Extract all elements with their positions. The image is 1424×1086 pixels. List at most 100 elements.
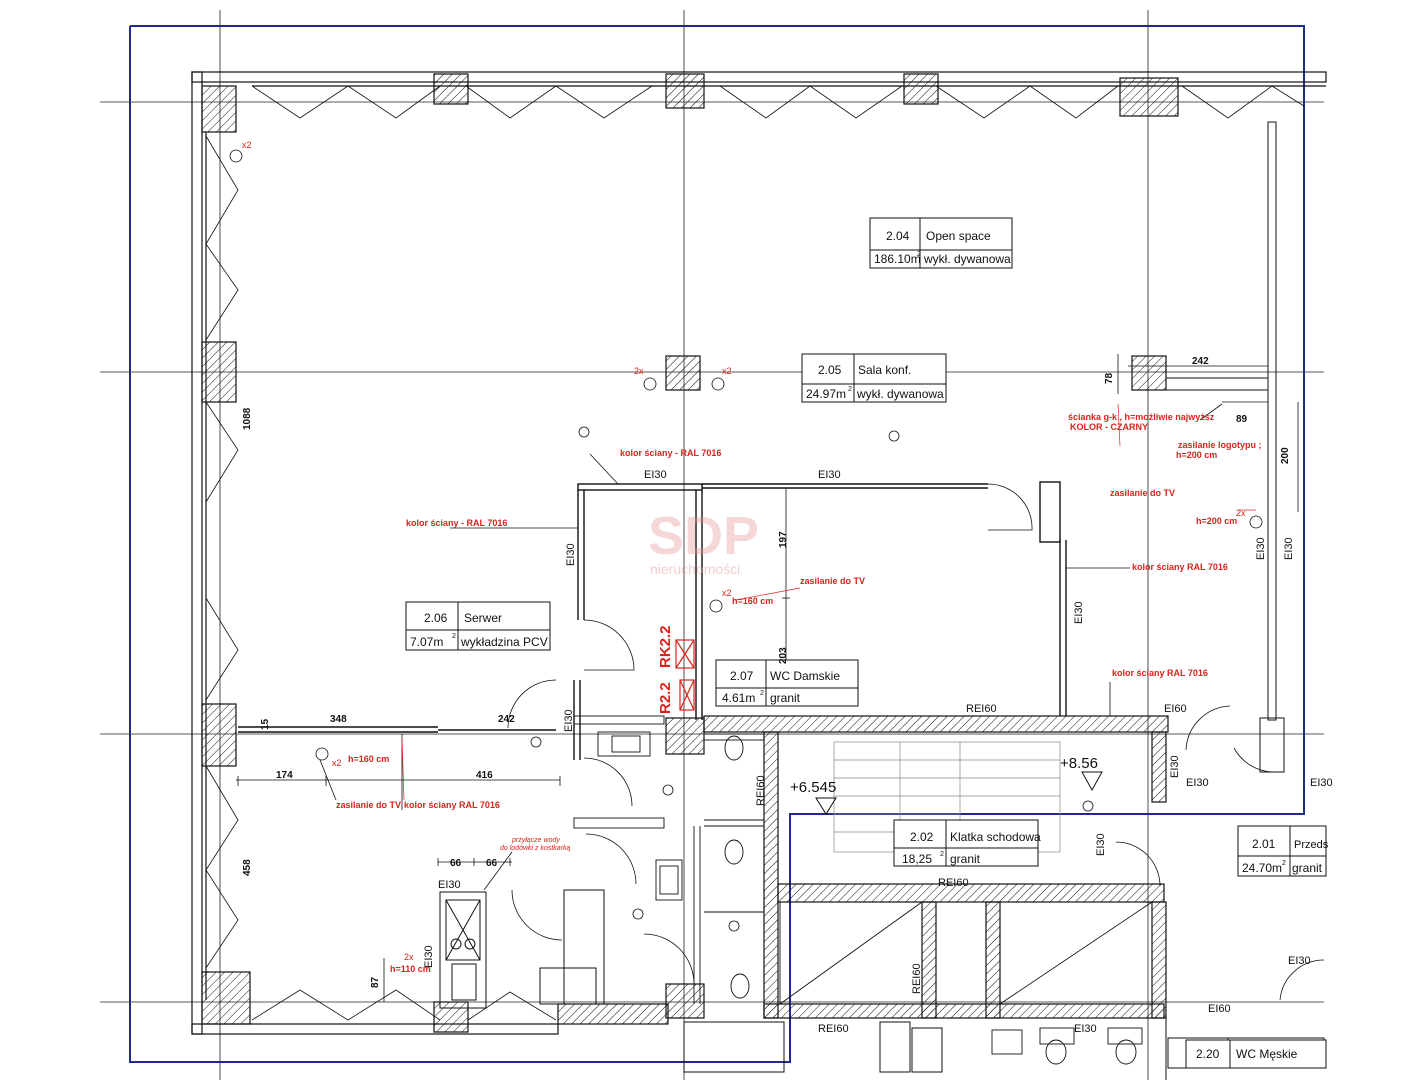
annotation-socket-count: x2 [722,366,732,376]
annotation-socket-count: x2 [722,588,732,598]
east-partition [1166,121,1285,773]
room-2-01-superscript: 2 [1282,860,1286,867]
watermark-subtitle: nieruchomości [650,561,740,577]
room-2-07-superscript: 2 [760,690,764,697]
ei30-label: EI30 [1073,601,1085,624]
level-markers [815,771,1103,815]
room-2-02-finish: granit [950,852,981,866]
annotation-tv-height: h=160 cm [348,754,389,764]
level-right: +8.56 [1060,755,1098,772]
ei30-label: EI30 [1310,777,1333,789]
dim-1088: 1088 [242,407,253,430]
annotation-wall-color: kolor ściany RAL 7016 [404,800,500,810]
dim-458: 458 [242,859,253,876]
annotation-socket-count: x2 [332,758,342,768]
room-2-05-finish: wykł. dywanowa [856,387,944,401]
annotation-tv-height: h=160 cm [732,596,773,606]
dim-242-b: 242 [1192,356,1209,367]
riser-label-a: R2.2 [657,682,674,714]
annotation-wall-color: kolor ściany - RAL 7016 [406,518,507,528]
room-2-06-area: 7.07m [410,635,443,649]
annotation-socket-height: h=110 cm [390,964,431,974]
annotation-logo-power: zasilanie logotypu ; [1178,440,1262,450]
annotation-water: przyłącze wody [511,837,560,844]
level-left: +6.545 [790,779,836,796]
north-windows [251,85,1305,119]
annotation-partition-color: KOLOR - CZARNY [1070,422,1148,432]
dim-348: 348 [330,714,347,725]
west-windows [205,135,239,969]
ei30-label: EI30 [1095,833,1107,856]
room-labels: 2.04 Open space 186.10m 2 wykł. dywanowa… [410,229,1329,1061]
door-swings [507,483,1325,1001]
ei30-label: EI30 [438,879,461,891]
light-symbols [229,149,1263,932]
room-2-04-superscript: 2 [917,251,921,258]
annotation-tv-power: zasilanie do TV [800,576,865,586]
annotation-wall-color: kolor ściany RAL 7016 [1132,562,1228,572]
columns [201,73,1179,1033]
dimension-texts: 1088 458 348 242 15 174 416 197 203 242 … [242,356,1291,988]
annotation-wall-color: kolor ściany - RAL 7016 [620,448,721,458]
annotation-wall-color: kolor ściany RAL 7016 [1112,668,1208,678]
room-2-05-name: Sala konf. [858,363,911,377]
ei30-label: EI30 [565,543,577,566]
dim-174: 174 [276,770,293,781]
room-2-20-name: WC Męskie [1236,1047,1298,1061]
ei30-label: EI30 [1186,777,1209,789]
ei30-label: EI30 [1283,537,1295,560]
dim-15: 15 [260,718,271,730]
ei30-label: EI30 [1169,755,1181,778]
room-2-01-name: Przeds [1294,839,1329,851]
ei30-label: EI30 [1255,537,1267,560]
rei60-label: REI60 [911,963,923,994]
room-2-06-name: Serwer [464,611,502,625]
stair-core [557,715,1169,1025]
interior-walls [238,481,1067,760]
room-2-05-area: 24.97m [806,387,846,401]
ei30-label: EI30 [1288,955,1311,967]
room-2-04-name: Open space [926,229,991,243]
room-2-06-finish: wykładzina PCV [460,635,548,649]
wc-fixtures [573,715,1143,1065]
room-2-05-number: 2.05 [818,363,842,377]
room-2-07-area: 4.61m [722,691,755,705]
rei60-label: REI60 [966,703,997,715]
ei30-label: EI30 [644,469,667,481]
kitchen [439,889,605,1009]
room-2-01-number: 2.01 [1252,837,1276,851]
annotations: kolor ściany - RAL 7016 kolor ściany - R… [242,140,1262,974]
dim-200: 200 [1280,447,1291,464]
exterior-walls [191,71,1327,1035]
annotation-partition: ścianka g-k , h=możliwie najwyższ [1068,412,1215,422]
room-2-02-area: 18,25 [902,852,932,866]
south-windows [251,989,557,1021]
ei30-label: EI30 [423,945,435,968]
rei60-label: REI60 [755,775,767,806]
room-2-02-superscript: 2 [940,851,944,858]
dim-89: 89 [1236,414,1248,425]
room-label-boxes [405,217,1327,1069]
room-2-02-number: 2.02 [910,830,934,844]
dim-78: 78 [1104,372,1115,384]
ei60-label: EI60 [1208,1003,1231,1015]
rei60-label: REI60 [938,877,969,889]
watermark-logo: SDP [648,506,759,566]
ei60-label: EI60 [1164,703,1187,715]
dim-87: 87 [370,976,381,988]
room-2-20-number: 2.20 [1196,1047,1220,1061]
dim-242-a: 242 [498,714,515,725]
annotation-socket-count: x2 [242,140,252,150]
room-2-07-number: 2.07 [730,669,754,683]
annotation-socket-count: 2x [634,366,644,376]
dim-197: 197 [778,531,789,548]
room-2-07-finish: granit [770,691,801,705]
annotation-leaders [401,403,1256,801]
room-2-04-finish: wykł. dywanowa [923,252,1011,266]
dim-66-a: 66 [450,858,462,869]
room-2-04-area: 186.10m [874,252,921,266]
unit-boundary [129,25,1305,1063]
annotation-water-detail: do lodówki z kostkarką [500,845,571,852]
room-2-06-superscript: 2 [452,633,456,640]
